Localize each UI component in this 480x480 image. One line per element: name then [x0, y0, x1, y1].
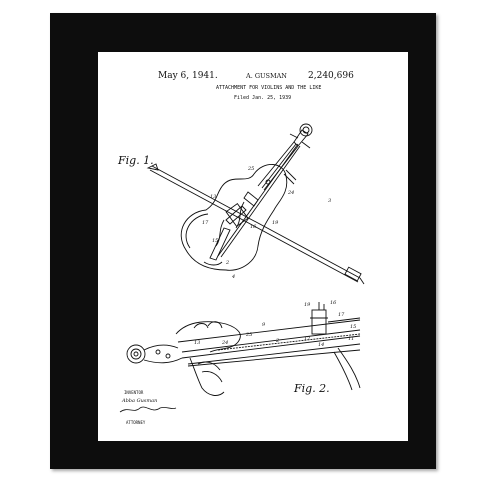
svg-text:9: 9	[262, 322, 266, 328]
svg-text:24: 24	[287, 190, 294, 196]
svg-text:17: 17	[202, 220, 209, 226]
svg-text:17: 17	[338, 312, 345, 318]
svg-text:19: 19	[304, 302, 311, 308]
fig2-label: Fig. 2.	[293, 382, 330, 395]
svg-text:14: 14	[318, 342, 324, 348]
inventor-label: INVENTOR	[124, 390, 144, 395]
svg-text:13: 13	[194, 340, 200, 346]
patent-drawing: May 6, 1941. A. GUSMAN 2,240,696 ATTACHM…	[117, 71, 365, 425]
svg-text:2: 2	[225, 260, 229, 266]
patent-inventor: A. GUSMAN	[245, 72, 287, 80]
svg-text:16: 16	[330, 300, 337, 306]
fig2-reference-numerals: 19 16 17 15 25 24 13 12 14 11 9 2	[194, 300, 356, 348]
bow-fig1	[146, 163, 365, 285]
svg-text:19: 19	[272, 220, 279, 226]
hand-fig2	[126, 302, 361, 396]
patent-title: ATTACHMENT FOR VIOLINS AND THE LIKE	[216, 85, 321, 91]
attorney-label: ATTORNEY	[126, 420, 146, 425]
svg-text:15: 15	[350, 324, 356, 330]
svg-text:3: 3	[328, 198, 331, 204]
svg-text:11: 11	[348, 336, 354, 342]
patent-date: May 6, 1941.	[158, 71, 218, 81]
patent-print: May 6, 1941. A. GUSMAN 2,240,696 ATTACHM…	[98, 52, 408, 441]
svg-text:4: 4	[231, 274, 235, 280]
signature-block: INVENTOR Abba Gusman ATTORNEY	[119, 390, 177, 425]
svg-text:16: 16	[250, 224, 257, 230]
svg-text:25: 25	[245, 332, 252, 338]
svg-text:13: 13	[210, 194, 216, 200]
svg-text:2: 2	[275, 338, 279, 344]
svg-text:24: 24	[221, 340, 228, 346]
attorney-signature	[119, 406, 177, 413]
svg-text:25: 25	[247, 166, 254, 172]
picture-frame: May 6, 1941. A. GUSMAN 2,240,696 ATTACHM…	[50, 13, 436, 469]
patent-number: 2,240,696	[308, 71, 354, 81]
violin-fig1	[180, 123, 313, 271]
fig1-reference-numerals: 25 24 13 17 15 16 4 2 3 19	[202, 166, 331, 280]
svg-text:12: 12	[304, 336, 310, 342]
svg-text:15: 15	[212, 238, 218, 244]
inventor-signature: Abba Gusman	[121, 398, 157, 404]
patent-filed: Filed Jan. 25, 1939	[234, 95, 291, 101]
frame-mat: May 6, 1941. A. GUSMAN 2,240,696 ATTACHM…	[98, 52, 408, 441]
fig1-label: Fig. 1.	[117, 154, 154, 167]
